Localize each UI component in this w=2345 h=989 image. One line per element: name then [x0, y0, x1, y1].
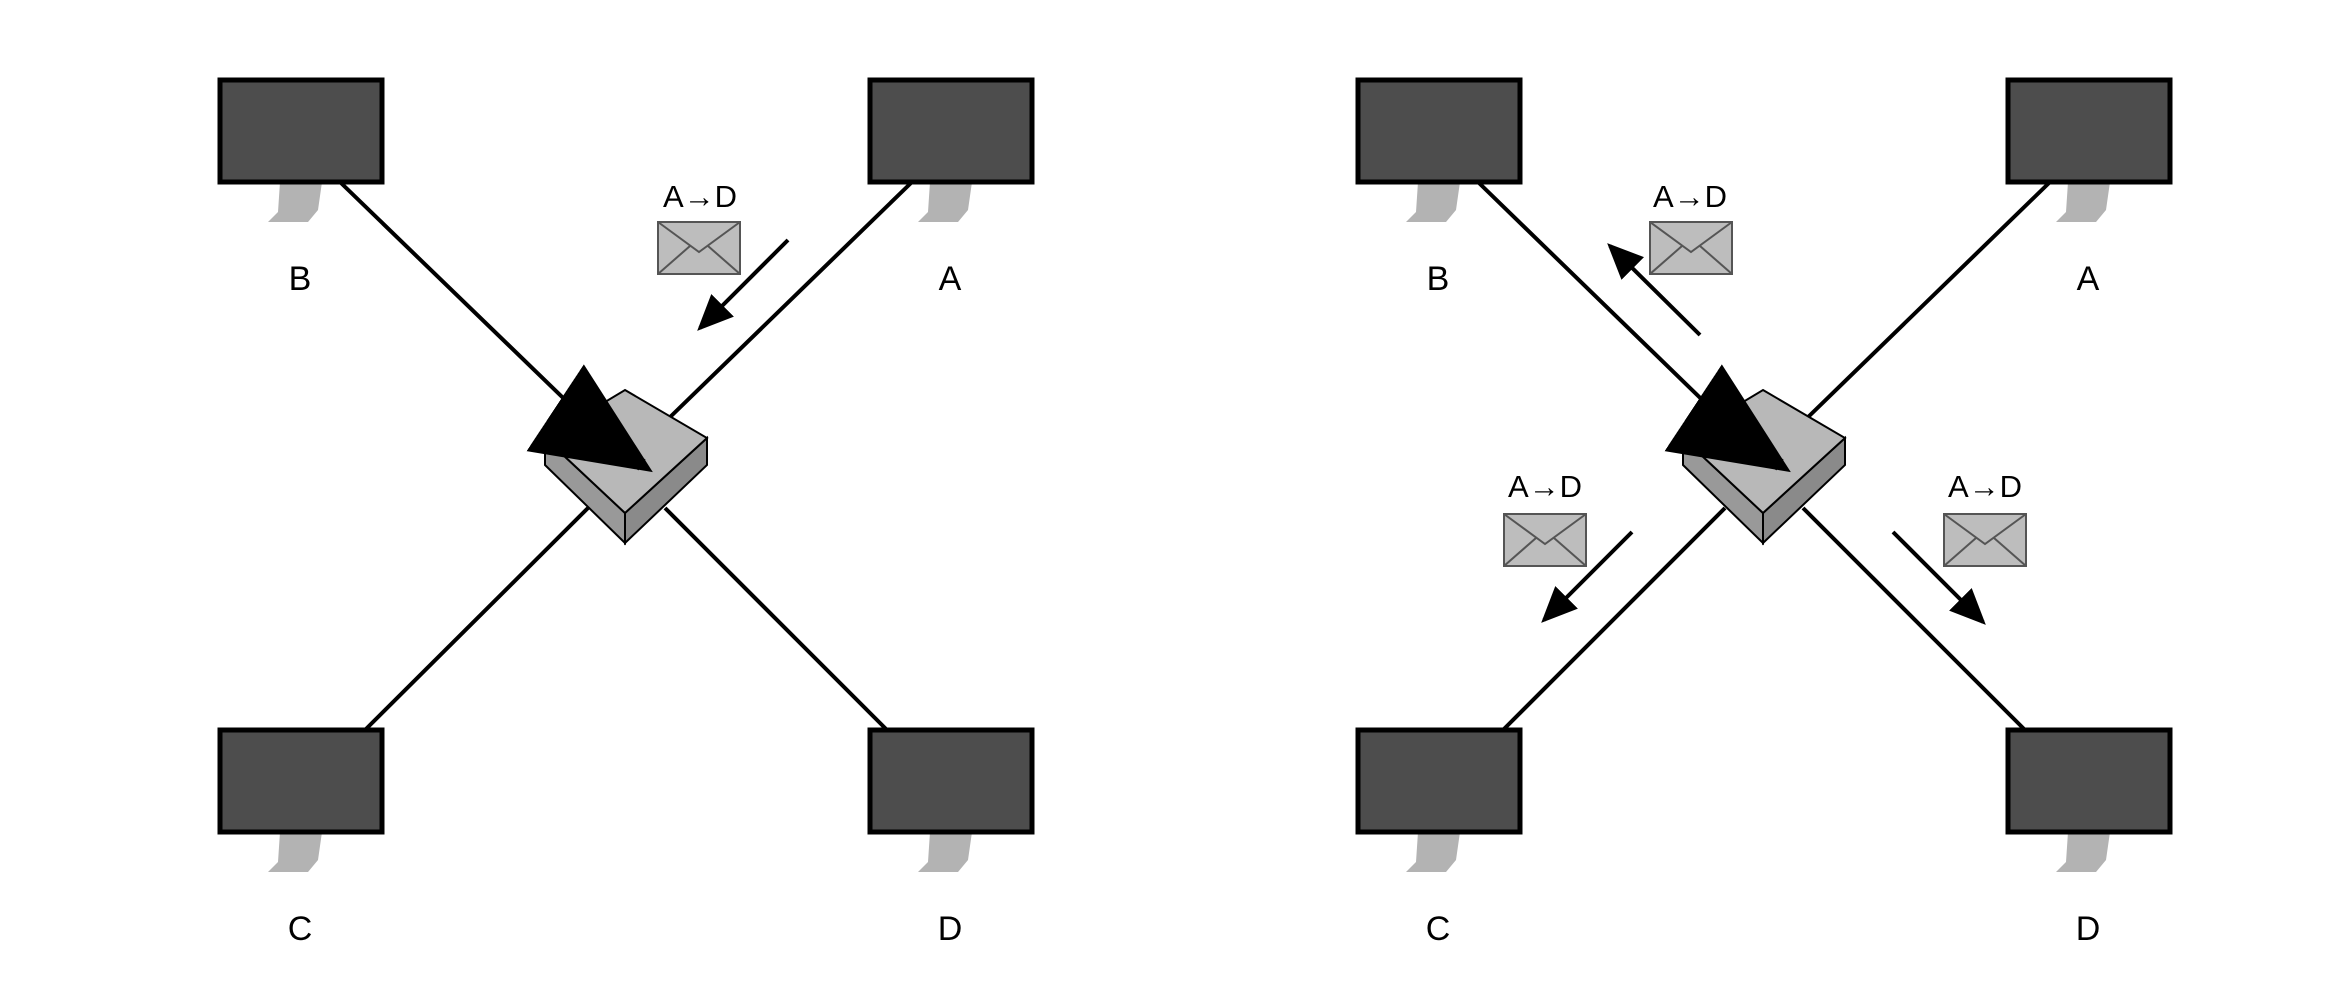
panel-right: B A C D A→D A→D: [1355, 77, 2173, 948]
monitor-stand: [268, 832, 322, 872]
host-D-monitor: [2005, 727, 2173, 872]
monitor-screen: [2005, 77, 2173, 185]
packet: A→D: [1607, 179, 1733, 337]
packet-label: A→D: [1508, 469, 1582, 504]
cable-B: [338, 180, 590, 424]
envelope-icon: [1649, 221, 1733, 275]
monitor-screen: [867, 727, 1035, 835]
host-C-monitor: [217, 727, 385, 872]
cable-A: [663, 180, 914, 424]
host-label-C: C: [1426, 910, 1451, 948]
host-label-C: C: [288, 910, 313, 948]
packet-direction-arrow: [1891, 530, 1986, 625]
host-label-A: A: [939, 260, 962, 298]
host-label-B: B: [289, 260, 312, 298]
packet-direction-arrow: [1607, 243, 1702, 337]
packet-label: A→D: [1948, 469, 2022, 504]
packet: A→D: [1503, 469, 1634, 623]
monitor-stand: [918, 832, 972, 872]
cable-D: [663, 506, 889, 732]
monitor-screen: [217, 77, 385, 185]
envelope-icon: [1943, 513, 2027, 567]
monitor-screen: [1355, 727, 1523, 835]
monitor-screen: [217, 727, 385, 835]
cable-A: [1801, 180, 2052, 424]
monitor-screen: [867, 77, 1035, 185]
host-B-monitor: [217, 77, 385, 222]
packet-direction-arrow: [1541, 530, 1634, 623]
cable-D: [1801, 506, 2027, 732]
packet-direction-arrow: [697, 238, 790, 331]
monitor-screen: [2005, 727, 2173, 835]
host-label-A: A: [2077, 260, 2100, 298]
envelope-icon: [1503, 513, 1587, 567]
monitor-stand: [1406, 832, 1460, 872]
packet-label: A→D: [663, 179, 737, 214]
envelope-icon: [657, 221, 741, 275]
packet-label: A→D: [1653, 179, 1727, 214]
hub-icon: [526, 364, 709, 546]
host-D-monitor: [867, 727, 1035, 872]
monitor-stand: [2056, 832, 2110, 872]
panel-left: B A C D A→D: [217, 77, 1035, 948]
monitor-stand: [2056, 182, 2110, 222]
monitor-screen: [1355, 77, 1523, 185]
host-label-B: B: [1427, 260, 1450, 298]
packet: A→D: [1891, 469, 2027, 625]
host-A-monitor: [2005, 77, 2173, 222]
host-label-D: D: [2076, 910, 2101, 948]
packet: A→D: [657, 179, 790, 331]
hub-arrow-icon: [1664, 364, 1791, 473]
host-C-monitor: [1355, 727, 1523, 872]
host-label-D: D: [938, 910, 963, 948]
hub-icon: [1664, 364, 1847, 546]
monitor-stand: [268, 182, 322, 222]
host-B-monitor: [1355, 77, 1523, 222]
monitor-stand: [918, 182, 972, 222]
cable-C: [363, 506, 590, 732]
hub-arrow-icon: [526, 364, 653, 473]
monitor-stand: [1406, 182, 1460, 222]
host-A-monitor: [867, 77, 1035, 222]
cable-C: [1501, 506, 1727, 732]
cable-B: [1476, 180, 1727, 424]
